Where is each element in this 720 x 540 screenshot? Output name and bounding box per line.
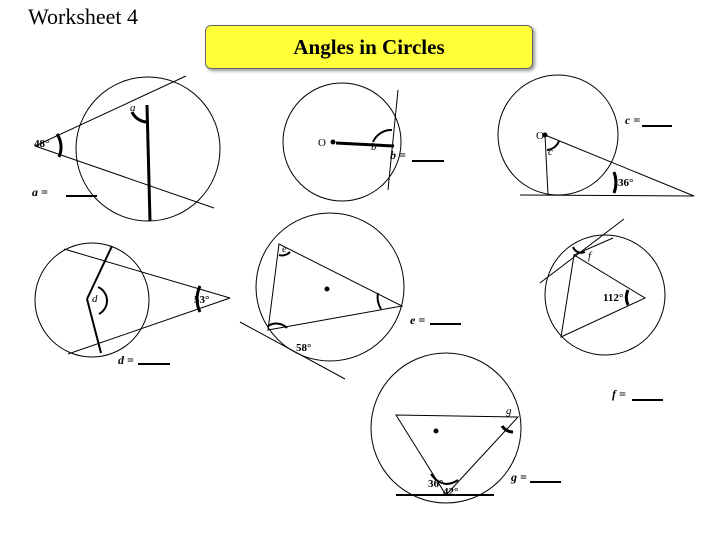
tangent-line-d1 bbox=[63, 248, 231, 299]
triangle-g bbox=[395, 414, 520, 496]
radius-d2 bbox=[86, 298, 102, 354]
arc-58-inner bbox=[267, 322, 288, 329]
arc-36 bbox=[612, 171, 618, 194]
given-angle-42-g: 42° bbox=[443, 486, 458, 498]
tangent-line-e bbox=[239, 321, 346, 380]
arc-42-g bbox=[445, 479, 459, 485]
center-dot-b bbox=[330, 139, 336, 145]
answer-blanks bbox=[66, 125, 672, 483]
answer-prompt-b: b = bbox=[390, 148, 406, 162]
center-label-c: O bbox=[536, 130, 544, 142]
arc-36-g bbox=[430, 473, 447, 485]
angle-label-g: g bbox=[506, 405, 512, 417]
circle-b bbox=[282, 82, 402, 202]
arc-112 bbox=[624, 289, 630, 306]
triangle-e bbox=[267, 243, 404, 331]
diagram-e bbox=[239, 212, 405, 380]
arc-d bbox=[97, 286, 108, 315]
arc-inner-e bbox=[376, 292, 382, 310]
tangent-line-f bbox=[539, 218, 625, 284]
answer-prompt-c: c = bbox=[625, 113, 640, 127]
answer-prompt-e: e = bbox=[410, 313, 425, 327]
tangent-line-c bbox=[519, 194, 695, 197]
circle-f bbox=[544, 234, 666, 356]
arc-f bbox=[572, 246, 586, 254]
angle-label-c: c bbox=[548, 146, 553, 158]
diagram-b bbox=[282, 82, 402, 202]
given-angle-36-c: 36° bbox=[618, 177, 633, 189]
arc-e bbox=[278, 251, 291, 257]
tangent-line-a1 bbox=[34, 75, 187, 147]
arc-g bbox=[500, 425, 514, 434]
angle-label-d: d bbox=[92, 293, 98, 305]
center-label-b: O bbox=[318, 137, 326, 149]
radius-c bbox=[544, 134, 549, 196]
tangent-line-b bbox=[387, 89, 399, 191]
diagram-c bbox=[497, 74, 695, 197]
given-angle-112: 112° bbox=[603, 292, 623, 304]
answer-prompt-f: f = bbox=[612, 387, 626, 401]
given-angle-36-g: 36° bbox=[428, 478, 443, 490]
title-banner: Angles in Circles bbox=[205, 25, 533, 69]
center-dot-g bbox=[433, 428, 439, 434]
quad-triangle-f bbox=[560, 254, 647, 338]
circle-c bbox=[497, 74, 619, 196]
arc-c bbox=[546, 140, 560, 151]
given-angle-53: 53° bbox=[194, 294, 209, 306]
circle-a bbox=[75, 76, 221, 222]
circle-e bbox=[255, 212, 405, 362]
tangent-line-a2 bbox=[34, 145, 215, 209]
angle-label-e: e bbox=[282, 243, 287, 255]
radius-b bbox=[335, 141, 395, 148]
radius-d1 bbox=[86, 245, 113, 300]
given-angle-48: 48° bbox=[34, 138, 49, 150]
arc-53 bbox=[195, 285, 202, 313]
center-dot-e bbox=[324, 286, 330, 292]
angle-label-f: f bbox=[588, 250, 593, 262]
answer-prompt-a: a = bbox=[32, 185, 48, 199]
tangent-line-d2 bbox=[67, 297, 231, 355]
circle-d bbox=[34, 242, 150, 358]
given-angle-58: 58° bbox=[296, 342, 311, 354]
secant-c bbox=[544, 134, 695, 197]
angle-label-b: b bbox=[371, 141, 377, 153]
diagram-a bbox=[34, 75, 221, 222]
center-dot-c bbox=[542, 132, 548, 138]
diagram-f bbox=[539, 218, 666, 356]
page-title: Angles in Circles bbox=[293, 34, 445, 59]
arc-b bbox=[372, 128, 393, 143]
diagram-g bbox=[370, 352, 522, 504]
arc-48 bbox=[55, 133, 63, 158]
circle-g bbox=[370, 352, 522, 504]
chord-a bbox=[145, 104, 152, 222]
answer-prompt-d: d = bbox=[118, 353, 134, 367]
worksheet-label: Worksheet 4 bbox=[28, 4, 139, 29]
answer-prompt-g: g = bbox=[510, 470, 527, 484]
diagram-d bbox=[34, 242, 231, 358]
angle-label-a: a bbox=[130, 102, 136, 114]
arc-a bbox=[130, 111, 148, 124]
